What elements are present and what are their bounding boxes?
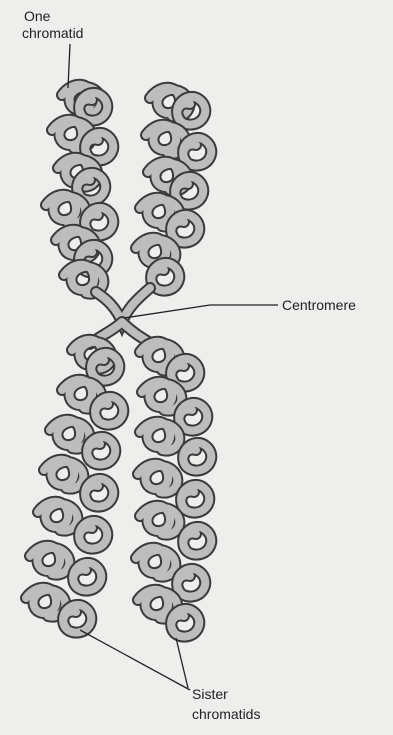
centromere-label: Centromere — [282, 297, 356, 314]
sister-leader-line-right — [176, 638, 188, 688]
one-chromatid-label-line2: chromatid — [22, 25, 83, 42]
centromere-leader-line — [124, 305, 278, 318]
left-chromatid-upper-arm — [46, 85, 113, 294]
left-chromatid-lower-arm — [26, 340, 123, 633]
right-chromatid-lower-arm — [136, 342, 211, 637]
sister-chromatids-label-line1: Sister — [192, 686, 228, 703]
sister-chromatids-label-line2: chromatids — [192, 706, 260, 723]
centromere-region — [90, 288, 152, 344]
one-chromatid-label-line1: One — [24, 8, 50, 25]
right-chromatid-upper-arm — [136, 88, 211, 291]
